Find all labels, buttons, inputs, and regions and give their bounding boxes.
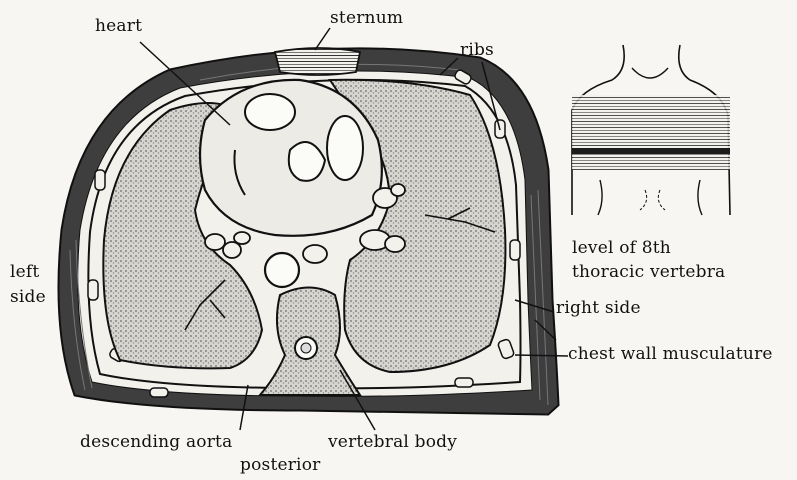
label-posterior: posterior [240,455,320,475]
label-heart: heart [95,16,142,36]
esophagus [303,245,327,263]
label-ribs: ribs [460,40,494,60]
label-left-side-line2: side [10,287,46,307]
thorax-level-inset [572,45,730,215]
descending-aorta-vessel [265,253,299,287]
label-left-side-line1: left [10,262,39,282]
label-vertebral-body: vertebral body [328,432,457,452]
label-right-side: right side [556,298,641,318]
label-sternum: sternum [330,8,403,28]
label-level-line2: thoracic vertebra [572,262,725,282]
label-descending-aorta: descending aorta [80,432,232,452]
spinal-cord [301,343,311,353]
label-level-line1: level of 8th [572,238,671,258]
inset-level-bands [572,95,730,170]
label-chest-wall-musculature: chest wall musculature [568,344,773,364]
sternum-bone [275,48,360,75]
